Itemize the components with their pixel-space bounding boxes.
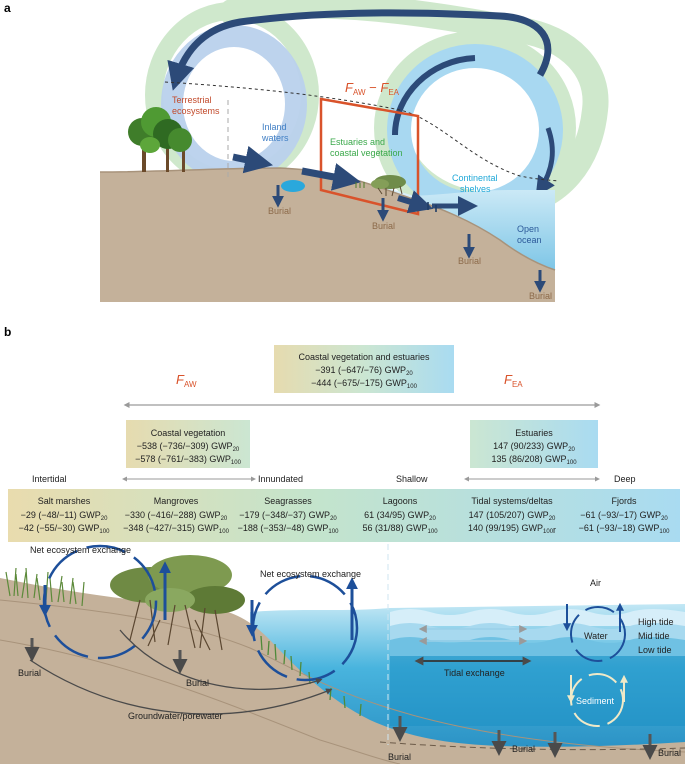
top-box-title: Coastal vegetation and estuaries: [298, 352, 430, 362]
lake: [281, 180, 305, 192]
burial-b-label-1: Burial: [18, 668, 41, 678]
high-tide-label: High tide: [638, 617, 674, 627]
veg-title: Coastal vegetation: [151, 428, 226, 438]
ocean-cycle-arrow-right: [535, 127, 555, 197]
flow-arrow-2: [301, 163, 362, 191]
zone-deep: Deep: [614, 474, 636, 484]
ecosystem-title: Tidal systems/deltas: [471, 496, 553, 506]
est-gwp20: 147 (90/233) GWP20: [493, 441, 575, 453]
groundwater-label: Groundwater/porewater: [128, 711, 223, 721]
ecosystem-gwp100: −348 (−427/−315) GWP100: [123, 523, 230, 535]
burial-label-4: Burial: [529, 291, 552, 301]
ecosystem-gwp20: 147 (105/207) GWP20: [469, 510, 556, 522]
f-aw-label: FAW: [176, 372, 197, 389]
burial-label-3: Burial: [458, 256, 481, 266]
tree-icon: [128, 107, 192, 172]
zone-shallow: Shallow: [396, 474, 428, 484]
panel-a: a FAW − FEA: [4, 0, 609, 302]
ecosystem-title: Fjords: [611, 496, 637, 506]
panel-a-label: a: [4, 1, 11, 15]
panel-b: b Coastal vegetation and estuaries −391 …: [0, 325, 685, 764]
nee-right-label: Net ecosystem exchange: [260, 569, 361, 579]
deep-water: [390, 656, 685, 726]
ecosystem-gwp100: −42 (−55/−30) GWP100: [19, 523, 110, 535]
water-cycle: [570, 606, 626, 662]
ecosystem-gwp20: −330 (−416/−288) GWP20: [125, 510, 228, 522]
low-tide-label: Low tide: [638, 645, 672, 655]
mangrove-icon: [355, 175, 437, 212]
ecosystem-gwp20: −179 (−348/−37) GWP20: [239, 510, 337, 522]
burial-b-label-3: Burial: [388, 752, 411, 762]
mid-tide-band: [390, 623, 685, 640]
nee-left-label: Net ecosystem exchange: [30, 545, 131, 555]
flow-arrow-1: [232, 145, 273, 174]
ecosystem-cells: Salt marshes −29 (−48/−11) GWP20−42 (−55/…: [19, 496, 670, 535]
water-label: Water: [584, 631, 608, 641]
groundwater-arrow-1: [29, 659, 333, 715]
ecosystem-gwp100: 56 (31/88) GWP100: [362, 523, 438, 535]
ecosystem-gwp100: −188 (−353/−48) GWP100: [238, 523, 340, 535]
coastal-vegetation-box: [126, 420, 250, 468]
sediment-line-1: [0, 599, 685, 753]
mid-tide-label: Mid tide: [638, 631, 670, 641]
ecosystem-title: Seagrasses: [264, 496, 312, 506]
est-title: Estuaries: [515, 428, 553, 438]
sediment-label: Sediment: [576, 696, 615, 706]
estuaries-label: Estuaries and coastal vegetation: [330, 137, 403, 158]
flow-arrow-3: [397, 190, 434, 214]
mangroves-icon: [110, 555, 245, 651]
coastal-vegetation-estuaries-box: [274, 345, 454, 393]
burial-b-label-5: Burial: [658, 748, 681, 758]
estuaries-box: [470, 420, 598, 468]
top-box-gwp20: −391 (−647/−76) GWP20: [315, 365, 413, 377]
veg-gwp100: −578 (−761/−383) GWP100: [135, 454, 242, 466]
burial-b-label-2: Burial: [186, 678, 209, 688]
high-tide-band: [390, 609, 685, 626]
top-box-gwp100: −444 (−675/−175) GWP100: [311, 378, 418, 390]
ecosystem-title: Lagoons: [383, 496, 418, 506]
continental-shelves-label: Continental shelves: [452, 173, 500, 194]
estuary-box: [319, 97, 420, 216]
ecosystem-gwp20: −61 (−93/−17) GWP20: [580, 510, 668, 522]
sediment-line-2: [0, 639, 401, 764]
ecosystem-gwp20: 61 (34/95) GWP20: [364, 510, 436, 522]
ecosystem-gwp100: −61 (−93/−18) GWP100: [579, 523, 670, 535]
f-ea-label: FEA: [504, 372, 523, 389]
groundwater-arrow-2: [119, 629, 323, 691]
ecosystem-title: Mangroves: [154, 496, 199, 506]
salt-marsh-grass-icon: [5, 567, 85, 607]
terrestrial-label: Terrestrial ecosystems: [172, 95, 220, 116]
ecosystem-title: Salt marshes: [38, 496, 91, 506]
zone-innundated: Innundated: [258, 474, 303, 484]
air-label: Air: [590, 578, 601, 588]
ecosystem-band: [8, 489, 680, 542]
burial-b-label-4: Burial: [512, 744, 535, 754]
upper-transport-arrow: [167, 9, 552, 91]
coastal-scene: Net ecosystem exchange Net ecosystem exc…: [0, 544, 685, 764]
ecosystem-gwp20: −29 (−48/−11) GWP20: [21, 510, 108, 522]
burial-label-1: Burial: [268, 206, 291, 216]
ecosystem-gwp100: 140 (99/195) GWP100r: [468, 523, 556, 535]
ocean-cycle-arrow-left: [392, 55, 476, 136]
panel-b-label: b: [4, 325, 11, 339]
dashed-boundary: [164, 81, 559, 182]
tidal-exchange-label: Tidal exchange: [444, 668, 505, 678]
burial-label-2: Burial: [372, 221, 395, 231]
zone-intertidal: Intertidal: [32, 474, 67, 484]
veg-gwp20: −538 (−736/−309) GWP20: [137, 441, 240, 453]
sediment-dashed: [379, 741, 685, 751]
inland-waters-label: Inland waters: [261, 122, 289, 143]
flux-equation: FAW − FEA: [345, 80, 400, 97]
open-ocean-label: Open ocean: [517, 224, 542, 245]
est-gwp100: 135 (86/208) GWP100: [491, 454, 577, 466]
land-profile: [100, 168, 555, 302]
